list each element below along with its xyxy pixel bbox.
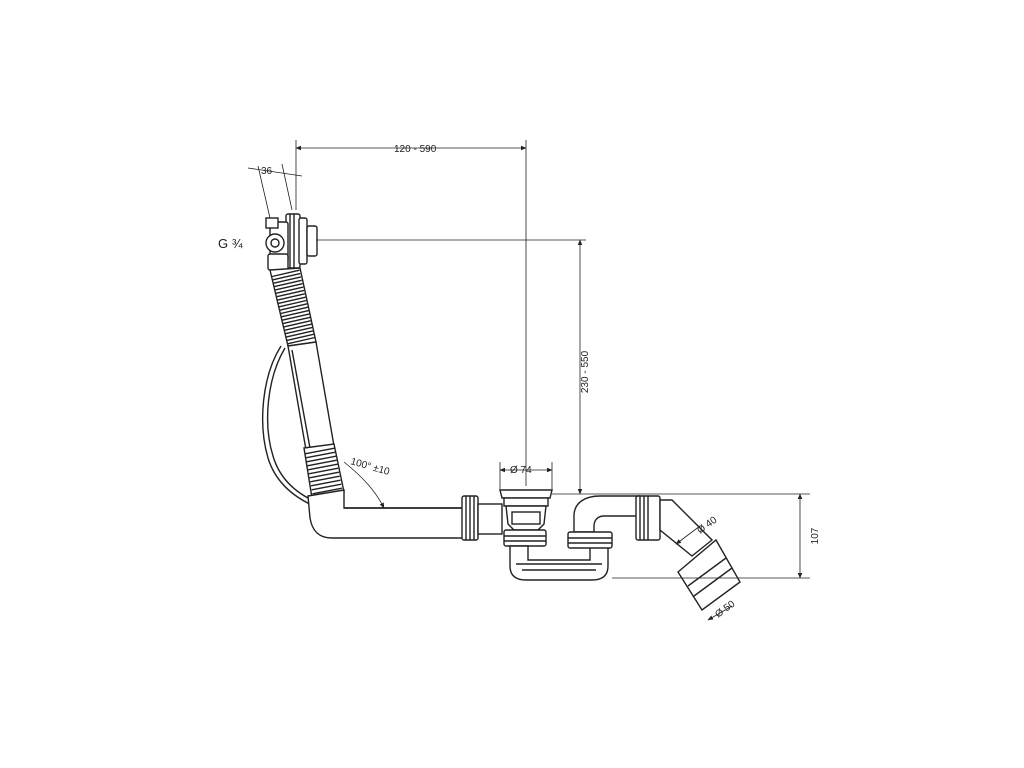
hose-rib <box>280 306 309 315</box>
hose-rib <box>275 283 303 291</box>
dim-pipe-diameter-outer: Ø 50 <box>713 599 737 621</box>
hose-rib <box>271 269 300 278</box>
dim-drain-diameter: Ø 74 <box>510 465 532 476</box>
dim-overflow-reach: 120 - 590 <box>394 144 437 155</box>
hose-rib <box>278 296 306 305</box>
hose-rib <box>281 309 309 318</box>
hose-rib <box>304 447 335 455</box>
hose-rib <box>282 313 310 321</box>
hose-rib <box>307 463 338 471</box>
hose-rib <box>305 451 336 459</box>
hose-rib <box>311 483 342 491</box>
hose-rib <box>273 276 302 284</box>
hose-rib <box>278 299 307 308</box>
trap <box>509 495 641 581</box>
hose-rib <box>283 320 312 328</box>
dim-flange-depth: 36 <box>261 166 273 177</box>
dimension-lines <box>247 140 810 621</box>
hose-rib <box>310 479 341 487</box>
hose-rib <box>307 459 337 467</box>
hose-rib <box>309 471 340 479</box>
hose-rib <box>308 467 339 475</box>
hose-rib <box>312 487 343 495</box>
hose-rib <box>285 330 314 338</box>
overflow-unit <box>265 213 318 271</box>
outlet-pipe <box>635 495 741 612</box>
coupling-nut <box>461 495 503 541</box>
bowden-cable <box>261 345 315 507</box>
hose-rib <box>282 316 311 325</box>
hose-rib <box>274 279 302 288</box>
dim-trap-height: 107 <box>810 527 821 544</box>
horizontal-pipe <box>307 489 465 539</box>
overflow-hose <box>269 267 345 499</box>
hose-rib <box>272 272 301 281</box>
hose-rib <box>279 303 308 311</box>
hose-rib <box>277 293 305 301</box>
hose-rib <box>284 323 312 331</box>
hose-rib <box>285 326 313 335</box>
hose-rib <box>310 475 340 483</box>
hose-rib <box>287 336 316 345</box>
hose-rib <box>275 286 304 294</box>
drain-body <box>499 489 553 547</box>
dim-thread: G ¾ <box>218 236 243 251</box>
dim-height-range: 230 - 550 <box>580 350 591 393</box>
dim-hose-angle: 100° ±10 <box>349 456 391 478</box>
hose-rib <box>286 333 315 342</box>
hose-rib <box>306 455 337 463</box>
hose-rib <box>276 289 305 298</box>
dim-pipe-diameter-inner: Ø 40 <box>695 515 719 537</box>
